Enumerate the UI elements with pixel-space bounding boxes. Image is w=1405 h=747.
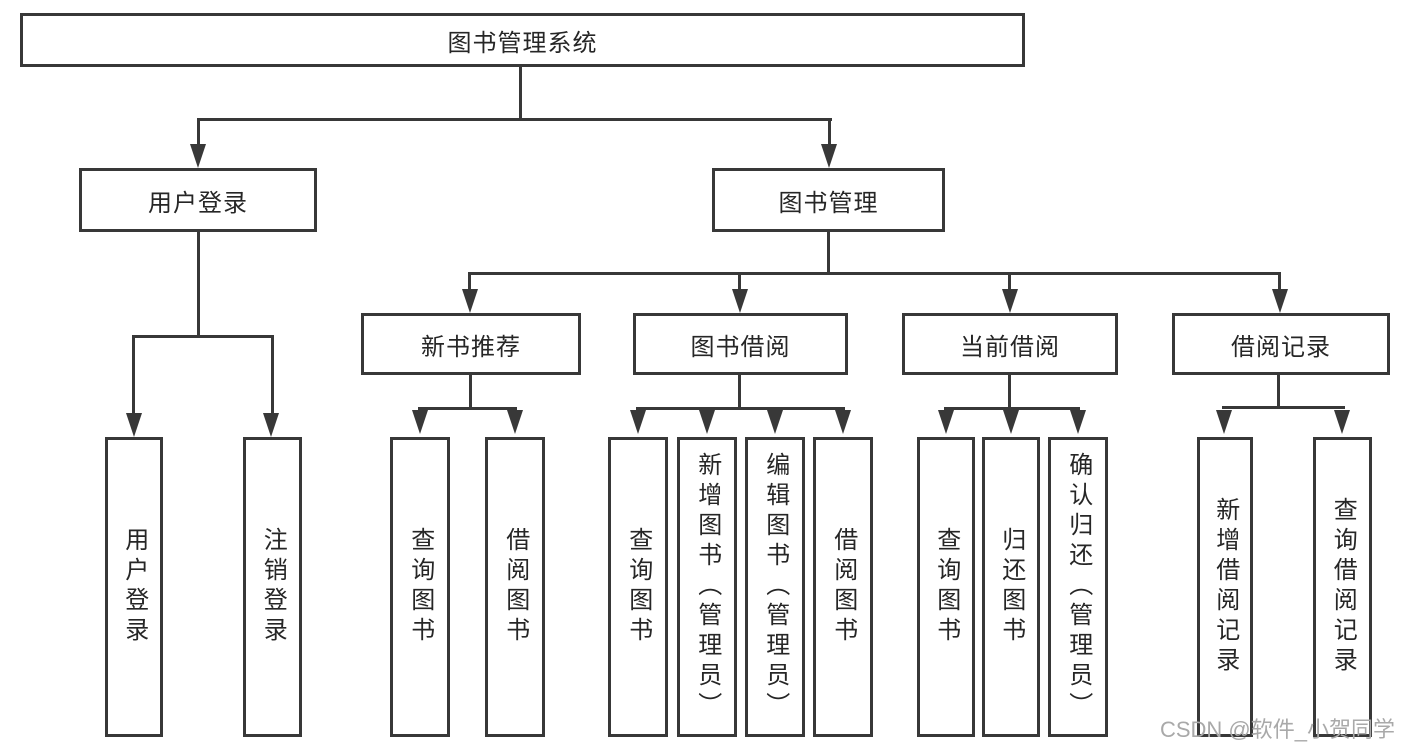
watermark-text: CSDN @软件_小贺同学: [1159, 717, 1395, 742]
connector-root-stem: [519, 66, 522, 120]
arrow-down-icon: [630, 410, 646, 434]
arrow-down-icon: [263, 413, 279, 437]
leaf-query-books: 查询图书: [917, 437, 975, 737]
connector-stem: [1277, 375, 1280, 409]
arrow-down-icon: [821, 144, 837, 168]
arrow-down-icon: [938, 410, 954, 434]
connector-book-mgmt-stem: [827, 232, 830, 275]
leaf-logout: 注销登录: [243, 437, 302, 737]
connector-drop-borrow-records: [1278, 272, 1281, 292]
arrow-down-icon: [190, 144, 206, 168]
connector-bar: [1222, 406, 1345, 409]
node-new-book-recommend: 新书推荐: [361, 313, 581, 375]
connector-drop-book-management: [828, 118, 831, 148]
connector-stem: [738, 375, 741, 410]
connector-bar: [636, 407, 845, 410]
arrow-down-icon: [412, 410, 428, 434]
connector-stem: [1008, 375, 1011, 410]
connector-user-login-stem: [197, 232, 200, 338]
node-book-borrow: 图书借阅: [633, 313, 848, 375]
connector-drop-book-borrow: [738, 272, 741, 292]
connector-bar: [944, 407, 1080, 410]
connector-root-bar: [197, 118, 832, 121]
leaf-edit-books-admin: 编辑图书（管理员）: [745, 437, 805, 737]
arrow-down-icon: [1334, 410, 1350, 434]
node-borrow-records: 借阅记录: [1172, 313, 1390, 375]
leaf-query-books: 查询图书: [390, 437, 450, 737]
leaf-confirm-return-admin: 确认归还（管理员）: [1048, 437, 1108, 737]
arrow-down-icon: [126, 413, 142, 437]
arrow-down-icon: [507, 410, 523, 434]
connector-book-mgmt-bar: [468, 272, 1281, 275]
leaf-borrow-books: 借阅图书: [813, 437, 873, 737]
arrow-down-icon: [1002, 289, 1018, 313]
leaf-add-books-admin: 新增图书（管理员）: [677, 437, 737, 737]
arrow-down-icon: [1003, 410, 1019, 434]
node-user-login: 用户登录: [79, 168, 317, 232]
arrow-down-icon: [1070, 410, 1086, 434]
connector-drop-user-login: [197, 118, 200, 148]
leaf-return-books: 归还图书: [982, 437, 1040, 737]
connector-user-login-bar: [133, 335, 274, 338]
leaf-borrow-books: 借阅图书: [485, 437, 545, 737]
arrow-down-icon: [767, 410, 783, 434]
connector-drop-new-book: [468, 272, 471, 292]
connector-drop-leaf: [271, 335, 274, 415]
arrow-down-icon: [1272, 289, 1288, 313]
connector-stem: [469, 375, 472, 410]
leaf-query-books: 查询图书: [608, 437, 668, 737]
node-current-borrow: 当前借阅: [902, 313, 1118, 375]
node-book-management: 图书管理: [712, 168, 945, 232]
connector-drop-leaf: [132, 335, 135, 415]
leaf-user-login: 用户登录: [105, 437, 163, 737]
node-root: 图书管理系统: [20, 13, 1025, 67]
leaf-add-borrow-record: 新增借阅记录: [1197, 437, 1253, 737]
connector-drop-current-borrow: [1008, 272, 1011, 292]
leaf-query-borrow-record: 查询借阅记录: [1313, 437, 1372, 737]
arrow-down-icon: [1216, 410, 1232, 434]
arrow-down-icon: [835, 410, 851, 434]
arrow-down-icon: [732, 289, 748, 313]
arrow-down-icon: [462, 289, 478, 313]
arrow-down-icon: [699, 410, 715, 434]
connector-bar: [418, 407, 517, 410]
